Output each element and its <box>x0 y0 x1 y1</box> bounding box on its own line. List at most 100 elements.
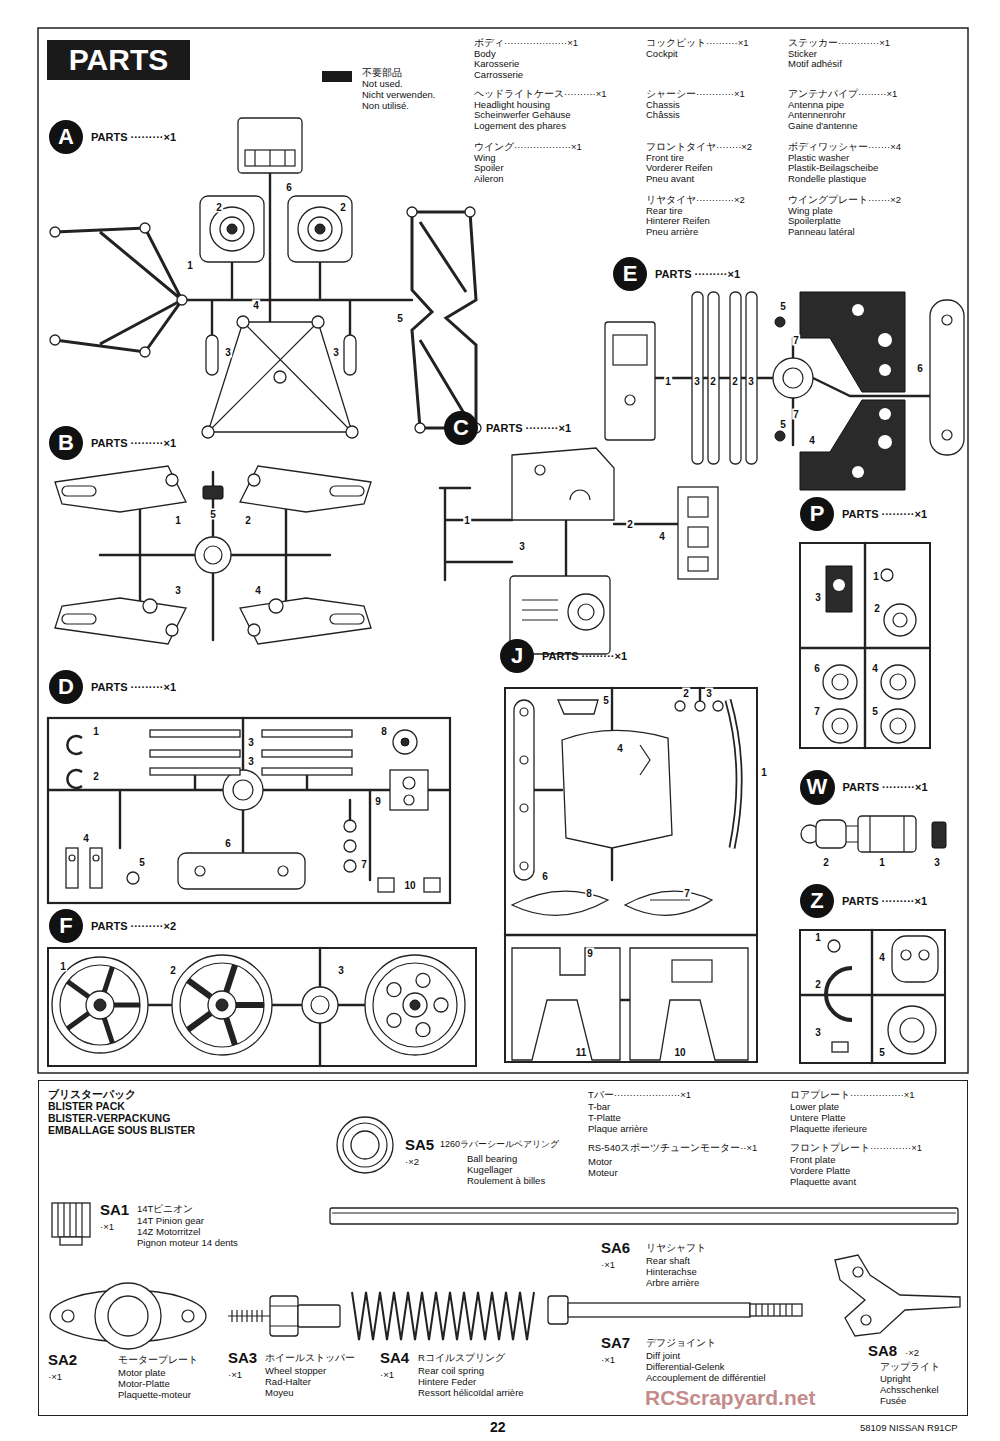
part-tree-badge: WPARTS ·········×1 <box>800 770 835 805</box>
blister-parts-shape <box>62 1310 74 1322</box>
sprue-tree-e-shape <box>852 304 864 316</box>
parts-list-text: Rondelle plastique <box>788 174 866 184</box>
parts-list-text: ヘッドライトケース··········×1 <box>474 89 606 99</box>
sprue-tree-e-shape <box>800 400 905 490</box>
sprue-tree-c-shape <box>522 600 558 620</box>
blister-text: フロントプレート·············×1 <box>790 1143 922 1153</box>
part-number: 6 <box>285 182 293 193</box>
part-number: 4 <box>616 743 624 754</box>
parts-list-text: Spoilerplatte <box>788 216 841 226</box>
part-number: 3 <box>337 965 345 976</box>
part-number: 1 <box>463 515 471 526</box>
sprue-tree-d-shape <box>93 855 99 861</box>
sprue-tree-b-shape <box>62 486 96 496</box>
sprue-tree-z-shape <box>828 940 840 952</box>
sprue-tree-f-shape <box>387 983 401 997</box>
parts-count: PARTS ·········×1 <box>842 508 927 520</box>
parts-count: PARTS ·········×1 <box>91 437 176 449</box>
sprue-tree-f-shape <box>172 955 272 1055</box>
blister-text: ·×1 <box>100 1222 114 1232</box>
blister-text: デフジョイント <box>646 1338 716 1348</box>
blister-text: Hintere Feder <box>418 1377 476 1387</box>
parts-list-text: Motif adhésif <box>788 59 842 69</box>
blister-text: Roulement à billes <box>467 1176 545 1186</box>
sprue-tree-a-shape <box>140 347 150 357</box>
sprue-tree-a <box>50 118 481 438</box>
parts-list-text: Front tire <box>646 153 684 163</box>
sprue-tree-e-shape <box>605 322 655 440</box>
sprue-tree-d-shape <box>262 750 352 757</box>
sprue-tree-j-shape <box>520 804 528 812</box>
sprue-tree-z-shape <box>919 950 929 960</box>
blister-text: Ball bearing <box>467 1154 517 1164</box>
blister-text: RS-540スポーツチューンモーター··×1 <box>588 1143 757 1153</box>
blister-text: Differential-Gelenk <box>646 1362 725 1372</box>
sprue-tree-d-shape <box>178 853 305 889</box>
parts-list-text: フロントタイヤ········×2 <box>646 142 752 152</box>
sprue-tree-z-shape <box>900 1018 924 1042</box>
part-number: 7 <box>792 409 800 420</box>
part-number: 9 <box>586 948 594 959</box>
sprue-tree-f-shape <box>387 973 448 1036</box>
sprue-tree-d-shape <box>344 820 356 832</box>
part-number: 2 <box>731 376 739 387</box>
blister-parts-shape <box>60 1237 82 1245</box>
sprue-tree-b-shape <box>55 466 186 512</box>
page-number: 22 <box>490 1420 506 1435</box>
legend-note: Non utilisé. <box>362 101 409 111</box>
blister-parts-shape <box>270 1296 298 1336</box>
parts-count: PARTS ·········×1 <box>91 131 176 143</box>
sprue-tree-p-shape <box>800 543 930 748</box>
part-number: 4 <box>658 531 666 542</box>
sprue-tree-f-shape <box>68 967 140 1043</box>
sprue-tree-a-shape <box>288 196 352 262</box>
badge-circle <box>444 411 478 445</box>
sprue-tree-d-shape <box>390 770 428 810</box>
sprue-tree-b-shape <box>269 599 283 613</box>
sprue-tree-d-shape <box>195 866 205 876</box>
blister-text: Moyeu <box>265 1388 294 1398</box>
sprue-tree-c-shape <box>568 594 604 630</box>
sprue-tree-p-shape <box>823 665 857 699</box>
blister-parts-shape <box>343 1123 387 1167</box>
sprue-tree-a-shape <box>237 316 249 328</box>
blister-text: Plaquette avant <box>790 1177 856 1187</box>
blister-code: SA6 <box>601 1240 630 1257</box>
sprue-tree-f-shape <box>311 996 329 1014</box>
sprue-tree-w-shape <box>858 816 916 852</box>
sprue-tree-d-shape <box>393 730 417 754</box>
parts-count: PARTS ·········×1 <box>542 650 627 662</box>
sprue-tree-w <box>801 816 946 852</box>
sprue-tree-a-shape <box>210 207 254 251</box>
blister-text: アップライト <box>880 1362 940 1372</box>
part-number: 2 <box>873 603 881 614</box>
blister-parts-shape <box>95 1283 161 1349</box>
sprue-tree-e-shape <box>942 430 952 440</box>
sprue-tree-e-shape <box>730 292 741 464</box>
part-number: 1 <box>174 515 182 526</box>
sprue-tree-f-shape <box>434 998 448 1012</box>
part-number: 2 <box>626 519 634 530</box>
sprue-tree-e-shape <box>613 335 647 365</box>
part-number: 7 <box>683 888 691 899</box>
sprue-tree-z-shape <box>800 930 945 1063</box>
part-number: 4 <box>254 585 262 596</box>
blister-text: ·×1 <box>228 1370 242 1380</box>
sprue-tree-j-shape <box>562 730 672 848</box>
sprue-tree-p-shape <box>884 604 916 636</box>
sprue-tree-b-shape <box>240 466 371 512</box>
sprue-tree-a-shape <box>50 335 60 345</box>
sprue-tree-a-shape <box>208 322 352 432</box>
sprue-tree-e-shape <box>775 317 785 327</box>
parts-list-text: Gaine d'antenne <box>788 121 857 131</box>
blister-code: SA3 <box>228 1350 257 1367</box>
sprue-tree-f-shape <box>52 957 148 1053</box>
parts-count: PARTS ·········×1 <box>843 781 928 793</box>
sprue-tree-e-shape <box>625 395 635 405</box>
section-heading: PARTS <box>47 40 190 80</box>
parts-list-text: Plastic washer <box>788 153 849 163</box>
sprue-tree-a-shape <box>315 224 325 234</box>
sprue-tree-w-shape <box>846 826 858 842</box>
parts-list-text: Wing <box>474 153 496 163</box>
